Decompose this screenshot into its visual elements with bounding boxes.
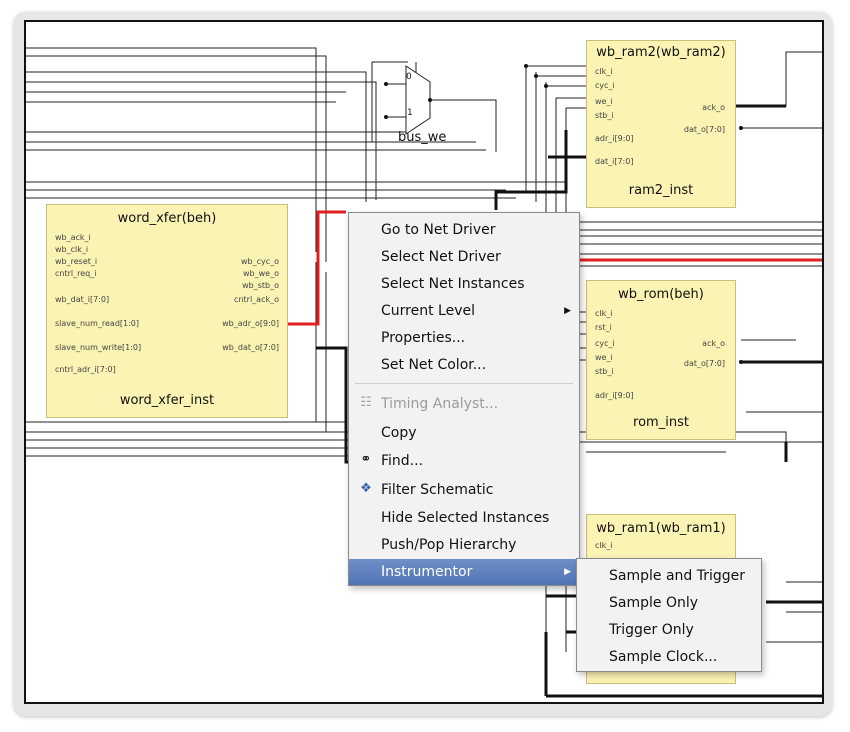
menu-item-label: Select Net Driver [381, 249, 501, 265]
pin-output: wb_dat_o[7:0] [222, 343, 279, 352]
pin-input: we_i [595, 353, 613, 362]
menu-item-select-net-instances[interactable]: Select Net Instances [349, 271, 579, 297]
pin-output: ack_o [702, 339, 725, 348]
pin-input: cyc_i [595, 339, 615, 348]
pin-output: wb_adr_o[9:0] [222, 319, 279, 328]
pin-input: we_i [595, 97, 613, 106]
menu-item-properties[interactable]: Properties... [349, 325, 579, 351]
submenu-arrow-icon: ▶ [564, 306, 571, 316]
menu-item-label: Timing Analyst... [381, 396, 499, 412]
block-title: wb_ram2(wb_ram2) [596, 45, 726, 60]
pin-input: cntrl_req_i [55, 269, 97, 278]
block-title: wb_rom(beh) [618, 287, 704, 302]
menu-item-label: Instrumentor [381, 564, 473, 580]
pin-input: cntrl_adr_i[7:0] [55, 365, 116, 374]
menu-item-label: Current Level [381, 303, 475, 319]
pin-output: dat_o[7:0] [683, 359, 725, 368]
mux-input-0: 0 [406, 72, 412, 82]
pin-input: rst_i [595, 323, 612, 332]
menu-item-timing-analyst[interactable]: ☷ Timing Analyst... [349, 391, 579, 417]
filter-schematic-icon: ❖ [360, 481, 372, 496]
pin-input: dat_i[7:0] [595, 157, 634, 166]
pin-output: wb_cyc_o [240, 257, 279, 266]
menu-item-label: Hide Selected Instances [381, 510, 550, 526]
pin-output: wb_stb_o [242, 281, 279, 290]
menu-item-select-net-driver[interactable]: Select Net Driver [349, 244, 579, 270]
pin-output: dat_o[7:0] [683, 125, 725, 134]
block-instance-name: word_xfer_inst [119, 393, 215, 408]
menu-item-instrumentor[interactable]: Instrumentor ▶ [349, 559, 579, 585]
binoculars-icon: ⚭ [360, 452, 372, 467]
menu-item-copy[interactable]: Copy [349, 420, 579, 446]
pin-output: ack_o [702, 103, 725, 112]
menu-item-label: Filter Schematic [381, 482, 494, 498]
pin-input: cyc_i [595, 81, 615, 90]
pin-output: wb_we_o [243, 269, 279, 278]
block-title: wb_ram1(wb_ram1) [596, 521, 726, 536]
schematic-canvas[interactable]: 0 1 bus_we word_xfer(beh) wb_ack_i wb_cl… [24, 20, 824, 704]
menu-item-label: Properties... [381, 330, 466, 346]
net-wires[interactable] [26, 22, 824, 704]
pin-input: wb_ack_i [55, 233, 91, 242]
menu-item-current-level[interactable]: Current Level ▶ [349, 298, 579, 324]
submenu-arrow-icon: ▶ [564, 567, 571, 577]
pin-input: clk_i [595, 541, 613, 550]
submenu-item-label: Sample Clock... [609, 649, 718, 665]
submenu-item-label: Sample and Trigger [609, 568, 746, 584]
submenu-item-trigger-only[interactable]: Trigger Only [577, 617, 761, 643]
pin-input: slave_num_read[1:0] [55, 319, 140, 328]
menu-item-filter-schematic[interactable]: ❖ Filter Schematic [349, 477, 579, 503]
submenu-item-sample-and-trigger[interactable]: Sample and Trigger [577, 563, 761, 589]
pin-input: slave_num_write[1:0] [55, 343, 142, 352]
menu-separator [355, 383, 573, 384]
menu-item-label: Copy [381, 425, 417, 441]
pin-input: clk_i [595, 67, 613, 76]
menu-item-label: Set Net Color... [381, 357, 487, 373]
menu-item-label: Go to Net Driver [381, 222, 496, 238]
menu-item-label: Select Net Instances [381, 276, 525, 292]
context-menu[interactable]: Go to Net Driver Select Net Driver Selec… [348, 212, 580, 586]
block-word-xfer[interactable]: word_xfer(beh) wb_ack_i wb_clk_i wb_rese… [46, 204, 288, 418]
menu-item-push-pop-hierarchy[interactable]: Push/Pop Hierarchy [349, 532, 579, 558]
instrumentor-submenu[interactable]: Sample and Trigger Sample Only Trigger O… [576, 558, 762, 672]
timing-analyst-icon: ☷ [360, 395, 372, 410]
pin-input: stb_i [595, 367, 614, 376]
mux-input-1: 1 [407, 108, 413, 118]
pin-input: wb_reset_i [55, 257, 98, 266]
pin-input: clk_i [595, 309, 613, 318]
pin-output: cntrl_ack_o [234, 295, 279, 304]
menu-item-label: Push/Pop Hierarchy [381, 537, 517, 553]
pin-input: stb_i [595, 111, 614, 120]
submenu-item-label: Trigger Only [609, 622, 694, 638]
submenu-item-sample-clock[interactable]: Sample Clock... [577, 644, 761, 670]
menu-item-find[interactable]: ⚭ Find... [349, 448, 579, 474]
pin-input: wb_dat_i[7:0] [55, 295, 110, 304]
menu-item-go-to-net-driver[interactable]: Go to Net Driver [349, 217, 579, 243]
submenu-item-sample-only[interactable]: Sample Only [577, 590, 761, 616]
menu-item-set-net-color[interactable]: Set Net Color... [349, 352, 579, 378]
mux-label-bus-we: bus_we [398, 130, 447, 145]
block-wb-rom[interactable]: wb_rom(beh) clk_i rst_i cyc_i we_i stb_i… [586, 280, 736, 440]
submenu-item-label: Sample Only [609, 595, 699, 611]
menu-item-label: Find... [381, 453, 424, 469]
block-instance-name: ram2_inst [628, 183, 694, 198]
pin-input: adr_i[9:0] [595, 134, 634, 143]
block-instance-name: rom_inst [633, 415, 689, 430]
pin-input: wb_clk_i [55, 245, 89, 254]
block-title: word_xfer(beh) [117, 211, 217, 226]
pin-input: adr_i[9:0] [595, 391, 634, 400]
menu-item-hide-selected-instances[interactable]: Hide Selected Instances [349, 505, 579, 531]
block-wb-ram2[interactable]: wb_ram2(wb_ram2) clk_i cyc_i we_i stb_i … [586, 40, 736, 208]
